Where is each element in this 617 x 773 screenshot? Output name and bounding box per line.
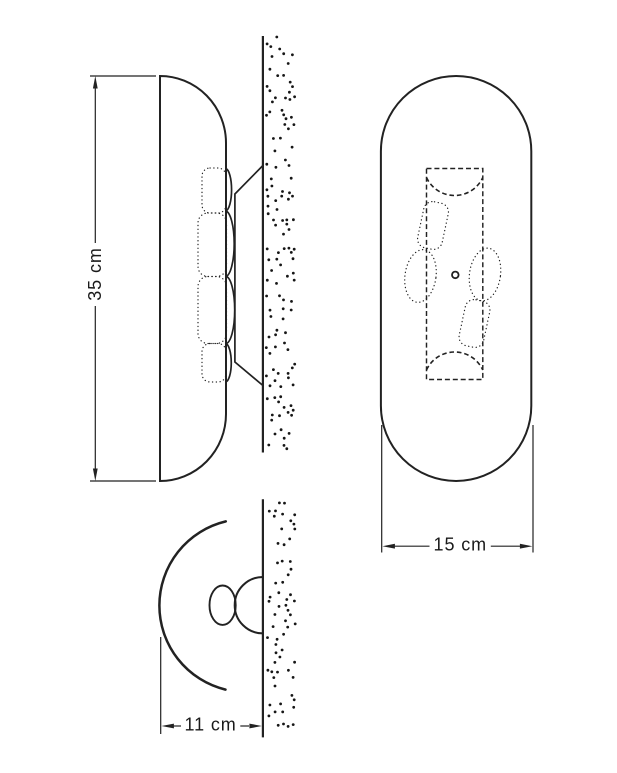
svg-text:15 cm: 15 cm (434, 535, 488, 555)
svg-text:35 cm: 35 cm (85, 247, 105, 301)
svg-text:11 cm: 11 cm (185, 715, 237, 735)
